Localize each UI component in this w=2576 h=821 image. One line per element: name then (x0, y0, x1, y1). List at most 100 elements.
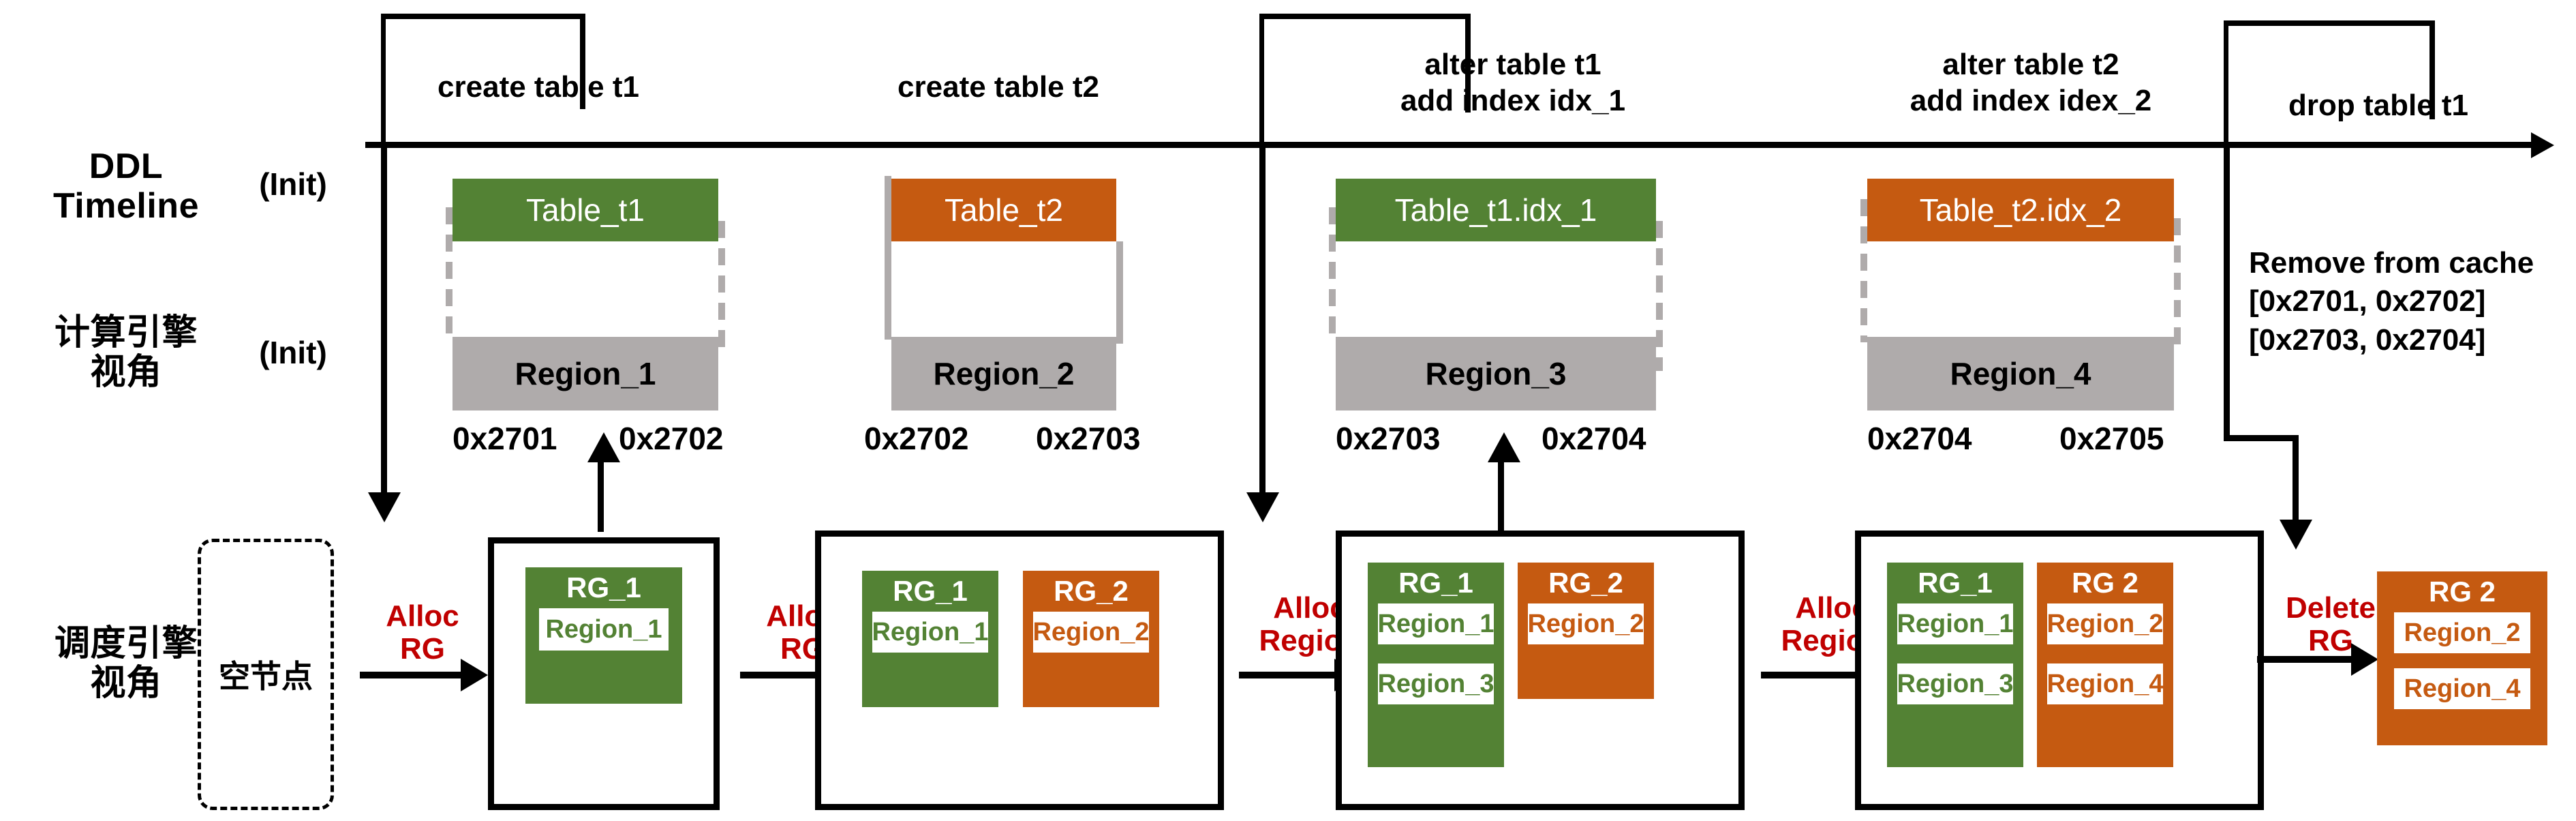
rg-title: RG_1 (893, 575, 968, 607)
timeline-axis (365, 142, 2532, 148)
rg-region-item: Region_1 (872, 612, 989, 653)
rg-region-item: Region_2 (1032, 612, 1150, 653)
ddl-hook-vert-3 (1465, 14, 1471, 113)
ddl-to-scheduler-line-1 (381, 142, 387, 496)
ddl-hook-vert-1 (580, 14, 585, 109)
op-arrow-line-4 (1761, 672, 1856, 678)
timeline-arrowhead-icon (2531, 132, 2554, 158)
op-arrow-line-2 (740, 672, 835, 678)
rg-title: RG_1 (566, 571, 641, 603)
timeline-command-create-t1: create table t1 (438, 70, 639, 104)
rg-region-item: Region_4 (2046, 663, 2164, 704)
rg-title: RG 2 (2071, 567, 2139, 599)
op-label-alloc-rg-1: Alloc RG (386, 599, 459, 666)
rg-group-2-1[interactable]: RG_1 Region_1 (862, 571, 998, 707)
remove-from-cache-note: Remove from cache [0x2701, 0x2702] [0x27… (2249, 246, 2534, 357)
rg-title: RG_1 (1398, 567, 1473, 599)
rg-region-item: Region_1 (539, 608, 669, 651)
op-arrow-head-5 (2351, 643, 2378, 676)
rg-region-item: Region_1 (1377, 603, 1494, 644)
scheduler-node-5[interactable]: RG 2 Region_2 Region_4 (2377, 571, 2554, 776)
scheduler-node-3[interactable]: RG_1 Region_1 Region_3 RG_2 Region_2 (1336, 531, 1745, 810)
rg-title: RG_1 (1918, 567, 1993, 599)
rg-region-item: Region_2 (2394, 612, 2530, 653)
hex-label-left-4: 0x2704 (1867, 421, 1972, 456)
rg-group-4-2[interactable]: RG 2 Region_2 Region_4 (2037, 563, 2173, 767)
scheduler-node-2[interactable]: RG_1 Region_1 RG_2 Region_2 (815, 531, 1224, 810)
timeline-tick (381, 14, 386, 142)
table-region-link-right-1 (718, 221, 725, 357)
rg-group-5-1[interactable]: RG 2 Region_2 Region_4 (2377, 571, 2547, 745)
rg-group-3-2[interactable]: RG_2 Region_2 (1518, 563, 1654, 699)
ddl-init-label: (Init) (259, 166, 327, 202)
drop-remove-vert-1 (2224, 142, 2230, 438)
op-arrow-line-3 (1239, 672, 1336, 678)
compute-engine-row-label: 计算引擎 视角 (54, 312, 198, 392)
region-box-2: Region_2 (891, 337, 1116, 411)
table-box-3: Table_t1.idx_1 (1336, 179, 1656, 241)
rg-region-item: Region_1 (1897, 603, 2014, 644)
scheduler-empty-node[interactable]: 空节点 (198, 539, 334, 810)
ddl-to-scheduler-arrow-1 (368, 492, 401, 522)
rg-group-1-1[interactable]: RG_1 Region_1 (525, 567, 682, 704)
rg-region-item: Region_3 (1377, 663, 1494, 704)
hex-label-left-2: 0x2702 (864, 421, 969, 456)
hex-label-right-3: 0x2704 (1542, 421, 1646, 456)
op-arrow-line-1 (360, 672, 462, 678)
region-box-3: Region_3 (1336, 337, 1656, 411)
rg-region-item: Region_4 (2394, 668, 2530, 709)
timeline-tick (2224, 20, 2228, 142)
timeline-tick (1259, 14, 1264, 142)
ddl-to-scheduler-line-3 (1259, 142, 1266, 496)
table-region-link-right-3 (1656, 221, 1663, 371)
region-alloc-line-3 (1498, 461, 1504, 563)
rg-region-item: Region_2 (2046, 603, 2164, 644)
compute-init-label: (Init) (259, 335, 327, 370)
rg-group-4-1[interactable]: RG_1 Region_1 Region_3 (1887, 563, 2023, 767)
table-box-2: Table_t2 (891, 179, 1116, 241)
region-alloc-arrow-up-3 (1488, 432, 1520, 462)
timeline-command-drop-t1: drop table t1 (2288, 88, 2469, 122)
compute-column-4: Table_t2.idx_2 Region_4 (1860, 179, 2181, 411)
region-alloc-line-1 (598, 461, 604, 532)
compute-column-3: Table_t1.idx_1 Region_3 (1329, 179, 1663, 411)
table-region-link-right-4 (2174, 218, 2181, 348)
drop-remove-vert-2 (2293, 435, 2299, 524)
op-arrow-head-1 (461, 659, 488, 691)
ddl-to-scheduler-arrow-3 (1246, 492, 1279, 522)
drop-remove-horiz (2224, 435, 2299, 441)
region-box-4: Region_4 (1867, 337, 2174, 411)
ddl-hook-top-1 (381, 14, 585, 19)
hex-label-right-2: 0x2703 (1036, 421, 1141, 456)
table-region-link-left-2 (885, 176, 891, 340)
timeline-command-alter-t2: alter table t2 add index idex_2 (1910, 48, 2152, 117)
drop-remove-arrowhead (2280, 520, 2312, 550)
rg-group-3-1[interactable]: RG_1 Region_1 Region_3 (1368, 563, 1504, 767)
ddl-timeline-row-label: DDL Timeline (52, 146, 199, 226)
region-box-1: Region_1 (453, 337, 718, 411)
ddl-hook-vert-5 (2429, 20, 2435, 119)
timeline-command-alter-t1: alter table t1 add index idx_1 (1400, 48, 1626, 117)
timeline-command-create-t2: create table t2 (898, 70, 1099, 104)
table-region-link-right-2 (1116, 241, 1123, 344)
table-region-link-left-4 (1860, 199, 1867, 342)
scheduler-node-1[interactable]: RG_1 Region_1 (488, 537, 720, 810)
rg-group-2-2[interactable]: RG_2 Region_2 (1023, 571, 1159, 707)
table-box-4: Table_t2.idx_2 (1867, 179, 2174, 241)
rg-title: RG 2 (2428, 576, 2496, 608)
table-region-link-left-3 (1329, 207, 1336, 344)
scheduler-node-4[interactable]: RG_1 Region_1 Region_3 RG 2 Region_2 Reg… (1855, 531, 2264, 810)
scheduler-engine-row-label: 调度引擎 视角 (54, 623, 198, 703)
rg-title: RG_2 (1054, 575, 1129, 607)
hex-label-right-4: 0x2705 (2059, 421, 2164, 456)
hex-label-left-3: 0x2703 (1336, 421, 1441, 456)
rg-title: RG_2 (1548, 567, 1623, 599)
op-label-delete-rg: Delete RG (2285, 591, 2376, 658)
ddl-hook-top-5 (2224, 20, 2435, 26)
region-alloc-arrow-up-1 (587, 432, 620, 462)
compute-column-2: Table_t2 Region_2 (885, 176, 1123, 411)
rg-region-item: Region_3 (1897, 663, 2014, 704)
op-arrow-line-5 (2257, 656, 2352, 663)
compute-column-1: Table_t1 Region_1 (446, 179, 725, 411)
table-region-link-left-1 (446, 207, 453, 344)
